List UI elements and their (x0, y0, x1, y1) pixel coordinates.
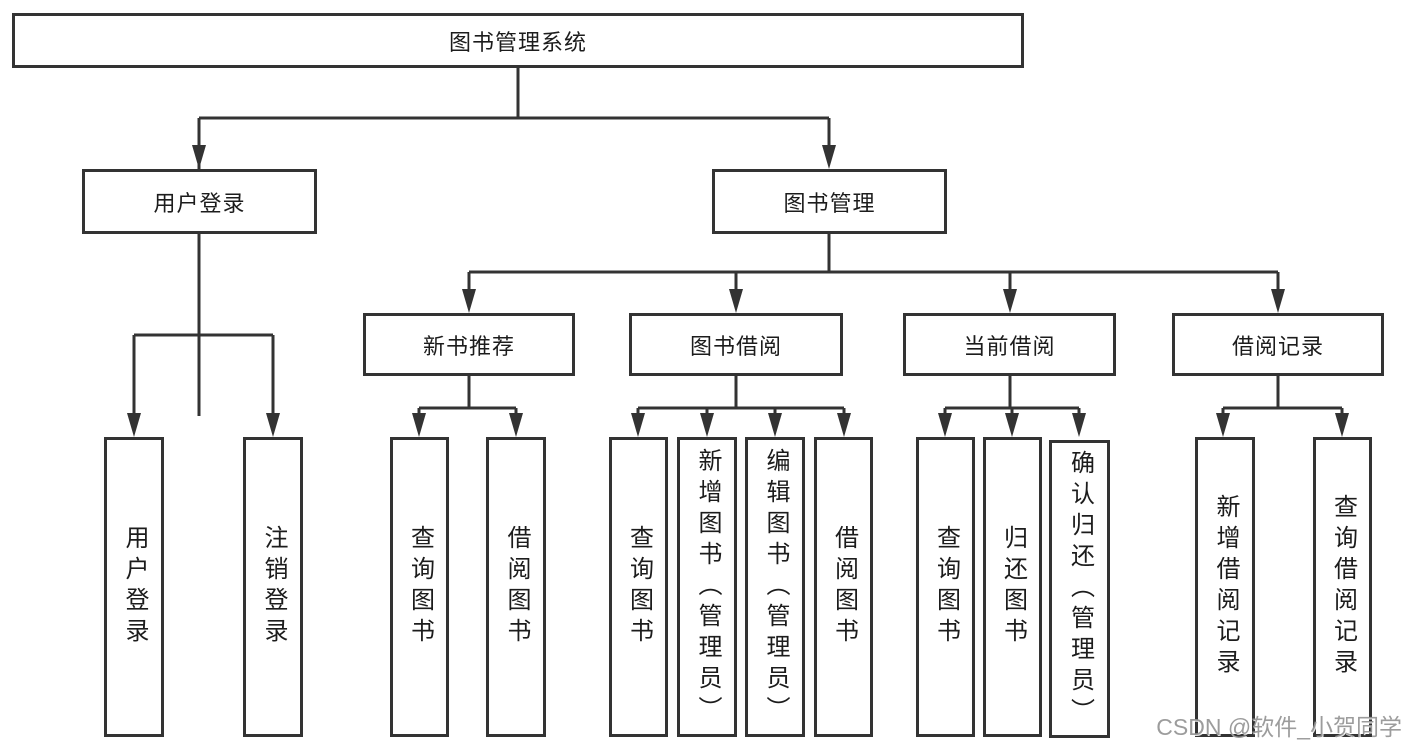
node-current-borrowing: 当前借阅 (903, 313, 1116, 376)
leaf-query-books: 查询图书 (390, 437, 449, 737)
arrow-down-icon (729, 289, 743, 313)
arrow-down-icon (768, 413, 782, 437)
leaf-label: 查询图书 (932, 525, 960, 649)
leaf-borrow-books-2: 借阅图书 (814, 437, 873, 737)
node-label: 当前借阅 (963, 333, 1056, 359)
arrow-down-icon (700, 413, 714, 437)
leaf-add-book-admin: 新增图书（管理员） (677, 437, 737, 737)
node-label: 图书管理系统 (448, 29, 587, 55)
node-new-book-recommendation: 新书推荐 (363, 313, 575, 376)
arrow-down-icon (266, 413, 280, 437)
node-label: 图书管理 (783, 190, 876, 216)
arrow-down-icon (938, 413, 952, 437)
node-user-login: 用户登录 (82, 169, 317, 234)
arrow-down-icon (509, 413, 523, 437)
arrow-down-icon (1072, 413, 1086, 437)
watermark: CSDN @软件_小贺同学 (1156, 714, 1402, 740)
arrowheads (127, 145, 1349, 437)
node-label: 用户登录 (153, 190, 246, 216)
arrow-down-icon (192, 145, 206, 169)
node-label: 图书借阅 (689, 333, 782, 359)
arrow-down-icon (462, 289, 476, 313)
node-book-borrowing: 图书借阅 (629, 313, 843, 376)
leaf-label: 注销登录 (260, 525, 287, 649)
leaf-label: 查询图书 (406, 525, 434, 649)
arrow-down-icon (822, 145, 836, 169)
arrow-down-icon (1271, 289, 1285, 313)
node-label: 新书推荐 (422, 333, 515, 359)
leaf-label: 新增图书（管理员） (694, 447, 721, 727)
leaf-query-borrow-record: 查询借阅记录 (1313, 437, 1372, 737)
leaf-label: 查询借阅记录 (1329, 494, 1357, 680)
connector-path (132, 68, 1344, 416)
leaf-borrow-books: 借阅图书 (486, 437, 546, 737)
node-borrowing-records: 借阅记录 (1172, 313, 1384, 376)
leaf-query-books-2: 查询图书 (609, 437, 668, 737)
leaf-label: 借阅图书 (503, 525, 530, 649)
leaf-return-books: 归还图书 (983, 437, 1042, 737)
arrow-down-icon (1003, 289, 1017, 313)
arrow-down-icon (1335, 413, 1349, 437)
leaf-label: 确认归还（管理员） (1066, 449, 1094, 729)
leaf-user-login: 用户登录 (104, 437, 164, 737)
arrow-down-icon (1005, 413, 1019, 437)
leaf-edit-book-admin: 编辑图书（管理员） (745, 437, 805, 737)
leaf-label: 用户登录 (121, 525, 148, 649)
leaf-label: 归还图书 (999, 525, 1027, 649)
leaf-confirm-return-admin: 确认归还（管理员） (1049, 440, 1110, 738)
leaf-query-books-3: 查询图书 (916, 437, 975, 737)
arrow-down-icon (631, 413, 645, 437)
leaf-add-borrow-record: 新增借阅记录 (1195, 437, 1255, 737)
leaf-label: 借阅图书 (830, 525, 858, 649)
leaf-logout: 注销登录 (243, 437, 303, 737)
node-book-management: 图书管理 (712, 169, 947, 234)
arrow-down-icon (412, 413, 426, 437)
arrow-down-icon (837, 413, 851, 437)
arrow-down-icon (127, 413, 141, 437)
leaf-label: 查询图书 (625, 525, 653, 649)
node-library-system: 图书管理系统 (12, 13, 1024, 68)
arrow-down-icon (1216, 413, 1230, 437)
leaf-label: 新增借阅记录 (1212, 494, 1239, 680)
leaf-label: 编辑图书（管理员） (762, 447, 789, 727)
node-label: 借阅记录 (1231, 333, 1324, 359)
